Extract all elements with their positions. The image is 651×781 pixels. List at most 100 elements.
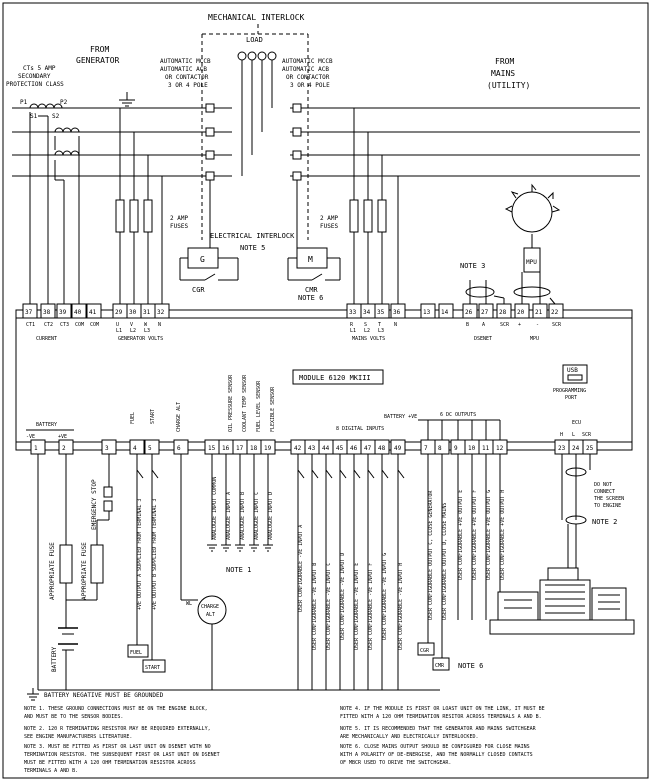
emergency-stop: [103, 486, 113, 512]
cgr-contact-label: CGR: [192, 286, 205, 294]
group-flexible: FLEXIBLE SENSOR: [270, 386, 276, 432]
footnote-6: NOTE 6. CLOSE MAINS OUTPUT SHOULD BE CON…: [340, 744, 530, 750]
terminal-function-label: USER CONFIGURABLE +VE OUTPUT G: [486, 490, 492, 580]
group-battery-pve: BATTERY +VE: [384, 414, 417, 420]
top-terminal-label: +: [518, 322, 521, 328]
bottom-terminal-number: 12: [496, 445, 504, 452]
group-dsenet: DSENET: [474, 336, 492, 342]
top-terminal-label: N: [394, 322, 397, 328]
top-terminal-label: L1: [350, 328, 356, 334]
footnote-6: WITH A POLARITY OF DE-ENERGISE, AND THE …: [340, 752, 533, 758]
s1-label: S1: [30, 113, 38, 120]
mechanical-interlock: MECHANICAL INTERLOCK: [201, 13, 309, 240]
generator-breaker: [205, 103, 302, 181]
top-terminal-label: U: [116, 322, 119, 328]
top-terminal-label: L2: [364, 328, 370, 334]
footnote-3: TERMINALS A AND B.: [24, 768, 78, 774]
top-terminal-number: 40: [74, 309, 82, 316]
top-terminal-label: T: [378, 322, 381, 328]
g-coil-label: G: [200, 255, 205, 264]
bottom-terminal-number: 45: [336, 445, 344, 452]
group-start: START: [150, 409, 156, 424]
top-terminal-label: W: [144, 322, 148, 328]
top-terminal-number: 20: [517, 309, 525, 316]
top-terminal-number: 41: [89, 309, 97, 316]
top-terminal-label: CT3: [60, 322, 69, 328]
footnote-4: NOTE 4. IF THE MODULE IS FIRST OR LOAST …: [340, 706, 545, 712]
dsenet-connection: NOTE 3: [460, 262, 505, 310]
top-terminal-label: V: [130, 322, 133, 328]
mccb-left-2: AUTOMATIC ACB: [160, 66, 207, 73]
footnote-5: NOTE 5. IT IS RECOMMENDED THAT THE GENER…: [340, 726, 537, 732]
top-terminal-label: L3: [378, 328, 384, 334]
terminal-function-label: USER CONFIGURABLE -VE INPUT F: [368, 563, 374, 650]
top-terminal: [40, 303, 56, 319]
top-terminal-strip: 37CT138CT239CT340COM41COM29UL130VL231WL3…: [22, 303, 564, 334]
footnote-4: FITTED WITH A 120 OHM TERMINATION RESITO…: [340, 714, 542, 720]
p1-label: P1: [20, 99, 28, 106]
top-terminal: [420, 303, 436, 319]
top-terminal-number: 22: [551, 309, 559, 316]
top-terminal: [478, 303, 494, 319]
top-terminal-label: CT1: [26, 322, 35, 328]
group-pos: +VE: [58, 434, 67, 440]
terminal-function-label: USER CONFIGURABLE -VE INPUT H: [398, 563, 404, 650]
screen-note-2: CONNECT: [594, 489, 615, 495]
bottom-terminal-number: 6: [177, 445, 181, 452]
from-mains-1: FROM: [495, 57, 514, 66]
terminal-function-label: USER CONFIGURABLE -VE INPUT A: [298, 525, 304, 612]
top-terminal-number: 33: [349, 309, 357, 316]
cts-label-1: CTs 5 AMP: [23, 65, 56, 72]
cts-label-3: PROTECTION CLASS: [6, 81, 64, 88]
vertical-labels: +VE OUTPUT A SUPPLIED FROM TERMINAL 3+VE…: [137, 477, 506, 650]
group-oil: OIL PRESSURE SENSOR: [228, 374, 234, 432]
ground-symbol-top: [119, 92, 135, 107]
bottom-terminal-number: 16: [222, 445, 230, 452]
top-terminal-number: 13: [423, 309, 431, 316]
wl-label: WL: [186, 601, 192, 607]
footnote-3: TERMINATION RESISTOR. THE SUBSEQUENT FIR…: [24, 752, 220, 758]
bottom-terminal-number: 49: [394, 445, 402, 452]
terminal-function-label: +VE OUTPUT A SUPPLIED FROM TERMINAL 3: [137, 499, 143, 610]
fuses-left-2: FUSES: [170, 223, 188, 230]
mccb-left-3: OR CONTACTOR: [165, 74, 209, 81]
top-terminal-number: 26: [465, 309, 473, 316]
programming-port-1: PROGRAMMING: [553, 388, 586, 394]
fuses-right-1: 2 AMP: [320, 215, 338, 222]
footnote-5: ARE MECHANICALLY AND ELECTRICALLY INTERL…: [340, 734, 478, 740]
top-terminal-label: -: [536, 322, 539, 328]
p2-label: P2: [60, 99, 68, 106]
mpu-sensor: MPU: [504, 183, 561, 311]
terminal-function-label: USER CONFIGURABLE -VE INPUT B: [312, 563, 318, 650]
bottom-terminal-number: 2: [62, 445, 66, 452]
terminal-function-label: USER CONFIGURABLE -VE INPUT C: [326, 563, 332, 650]
terminal-function-label: ANALOGUE INPUT C: [254, 492, 260, 540]
bus-lines: [12, 107, 640, 177]
footnote-2: SEE ENGINE MANUFACTURERS LITERATURE.: [24, 734, 132, 740]
ecu-l: L: [572, 432, 575, 438]
note3-label: NOTE 3: [460, 262, 485, 270]
sensor-grounds: [207, 544, 273, 552]
bottom-wiring: [37, 420, 591, 691]
bottom-terminal-number: 7: [424, 445, 428, 452]
terminal-function-label: ANALOGUE INPUT B: [240, 492, 246, 540]
ecu-h: H: [560, 432, 563, 438]
top-terminal-number: 37: [25, 309, 33, 316]
mccb-right-4: 3 OR 4 POLE: [290, 82, 330, 89]
top-terminal: [56, 303, 72, 319]
group-mains-volts: MAINS VOLTS: [352, 336, 385, 342]
footnote-3: MUST BE FITTED WITH A 120 OHM TERMINATIO…: [24, 760, 196, 766]
charge-text: CHARGE: [201, 604, 219, 610]
terminal-function-label: ANALOGUE INPUT COMMON: [212, 477, 218, 540]
top-terminal-label: COM: [75, 322, 84, 328]
top-terminal: [86, 303, 102, 319]
mech-interlock-label: MECHANICAL INTERLOCK: [208, 13, 305, 22]
group-charge-alt: CHARGE ALT: [176, 402, 182, 432]
cmr-contact-label: CMR: [305, 286, 318, 294]
bottom-terminal-number: 5: [148, 445, 152, 452]
m-coil-label: M: [308, 255, 313, 264]
bottom-terminal-number: 23: [558, 445, 566, 452]
usb-label: USB: [567, 367, 578, 374]
